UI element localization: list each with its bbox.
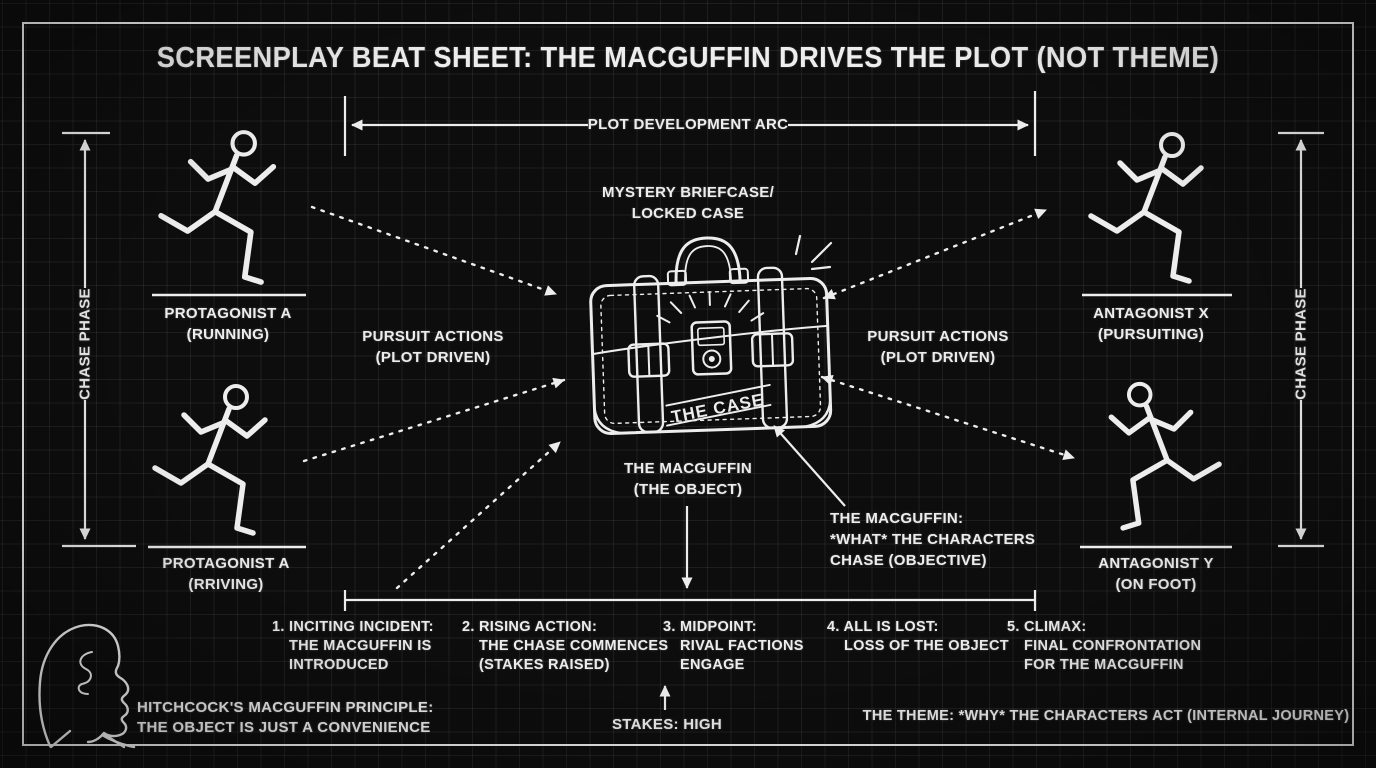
pursuit-arrows [302,205,1076,590]
page-title: SCREENPLAY BEAT SHEET: THE MACGUFFIN DRI… [156,42,1220,74]
pursuit-actions-left-label: PURSUIT ACTIONS (PLOT DRIVEN) [362,326,503,368]
chase-phase-right-dimension [1278,131,1324,548]
macguffin-object-label: THE MACGUFFIN (THE OBJECT) [624,458,752,500]
chase-phase-right-label: CHASE PHASE [1292,288,1310,400]
antagonist-y-label: ANTAGONIST Y (ON FOOT) [1098,553,1214,595]
hitchcock-profile [38,623,136,749]
shine-lines [656,290,765,324]
sparkle-marks [794,234,833,271]
beat-line: FOR THE MACGUFFIN [1024,657,1184,673]
hitchcock-hair-squiggle [77,651,93,695]
beat-5-climax: 5. CLIMAX: FINAL CONFRONTATION FOR THE M… [1007,618,1201,675]
caption-line: LOCKED CASE [631,205,745,222]
note-line: THE OBJECT IS JUST A CONVENIENCE [137,719,431,736]
chase-phase-left-dimension [62,131,136,548]
character-state: (RUNNING) [186,326,270,343]
character-name: PROTAGONIST A [164,305,292,322]
beat-line: 2. RISING ACTION: [462,619,598,635]
character-state: (ON FOOT) [1115,576,1197,593]
caption-line: THE MACGUFFIN [623,460,753,477]
beat-line: 4. ALL IS LOST: [827,619,939,635]
beat-1-inciting-incident: 1. INCITING INCIDENT: THE MACGUFFIN IS I… [272,618,434,675]
briefcase-strap-left [632,274,665,434]
border-frame [22,22,1354,746]
caption-line: MYSTERY BRIEFCASE/ [601,184,775,201]
beat-line: THE MACGUFFIN IS [289,638,432,654]
callout-line: THE MACGUFFIN: [830,510,964,527]
beat-line: 3. MIDPOINT: [663,619,757,635]
callout-line: CHASE (OBJECTIVE) [830,552,987,569]
briefcase-caption: MYSTERY BRIEFCASE/ LOCKED CASE [602,182,774,224]
macguffin-callout: THE MACGUFFIN: *WHAT* THE CHARACTERS CHA… [830,508,1035,571]
protagonist-running-label: PROTAGONIST A (RUNNING) [164,303,291,345]
briefcase-handle [674,236,742,285]
beat-line: THE CHASE COMMENCES [479,638,669,654]
antagonist-x-label: ANTAGONIST X (PURSUITING) [1093,303,1209,345]
antagonist-y-figure [1111,384,1219,528]
beat-line: LOSS OF THE OBJECT [844,638,1009,654]
plot-arc-label: PLOT DEVELOPMENT ARC [587,116,789,133]
protagonist-a-arriving-figure [155,386,265,533]
beat-4-all-is-lost: 4. ALL IS LOST: LOSS OF THE OBJECT [827,618,1009,656]
briefcase-strap-right [756,266,789,430]
beat-2-rising-action: 2. RISING ACTION: THE CHASE COMMENCES (S… [462,618,668,675]
pursuit-line: (PLOT DRIVEN) [880,349,996,366]
briefcase-illustration: THE CASE [589,236,833,436]
beat-3-midpoint: 3. MIDPOINT: RIVAL FACTIONS ENGAGE [663,618,804,675]
character-name: ANTAGONIST Y [1098,555,1214,572]
pursuit-actions-right-label: PURSUIT ACTIONS (PLOT DRIVEN) [867,326,1008,368]
antagonist-x-figure [1091,134,1201,281]
briefcase-lock [690,320,733,376]
beat-line: ENGAGE [680,657,745,673]
beat-line: 1. INCITING INCIDENT: [272,619,434,635]
pursuit-line: (PLOT DRIVEN) [375,349,491,366]
beat-line: (STAKES RAISED) [479,657,610,673]
stakes-label: STAKES: HIGH [612,716,722,733]
pursuit-line: PURSUIT ACTIONS [867,328,1009,345]
protagonist-a-running-figure [161,132,273,282]
character-name: ANTAGONIST X [1093,305,1209,322]
character-state: (RRIVING) [188,576,264,593]
note-line: HITCHCOCK'S MACGUFFIN PRINCIPLE: [137,699,434,716]
theme-note: THE THEME: *WHY* THE CHARACTERS ACT (INT… [862,708,1350,724]
character-state: (PURSUITING) [1097,326,1205,343]
beat-timeline [343,590,1037,611]
character-name: PROTAGONIST A [162,555,290,572]
beat-line: RIVAL FACTIONS [680,638,804,654]
pursuit-line: PURSUIT ACTIONS [362,328,504,345]
callout-arrow [773,425,846,507]
solid-arrows [659,425,846,710]
plot-arc-dimension [343,91,1037,156]
beat-line: INTRODUCED [289,657,389,673]
beat-line: FINAL CONFRONTATION [1024,638,1202,654]
ground-lines [148,293,1232,549]
caption-line: (THE OBJECT) [633,481,743,498]
callout-line: *WHAT* THE CHARACTERS [830,531,1036,548]
beat-line: 5. CLIMAX: [1007,619,1087,635]
hitchcock-note: HITCHCOCK'S MACGUFFIN PRINCIPLE: THE OBJ… [137,698,434,738]
chase-phase-left-label: CHASE PHASE [76,288,94,400]
protagonist-arriving-label: PROTAGONIST A (RRIVING) [162,553,289,595]
